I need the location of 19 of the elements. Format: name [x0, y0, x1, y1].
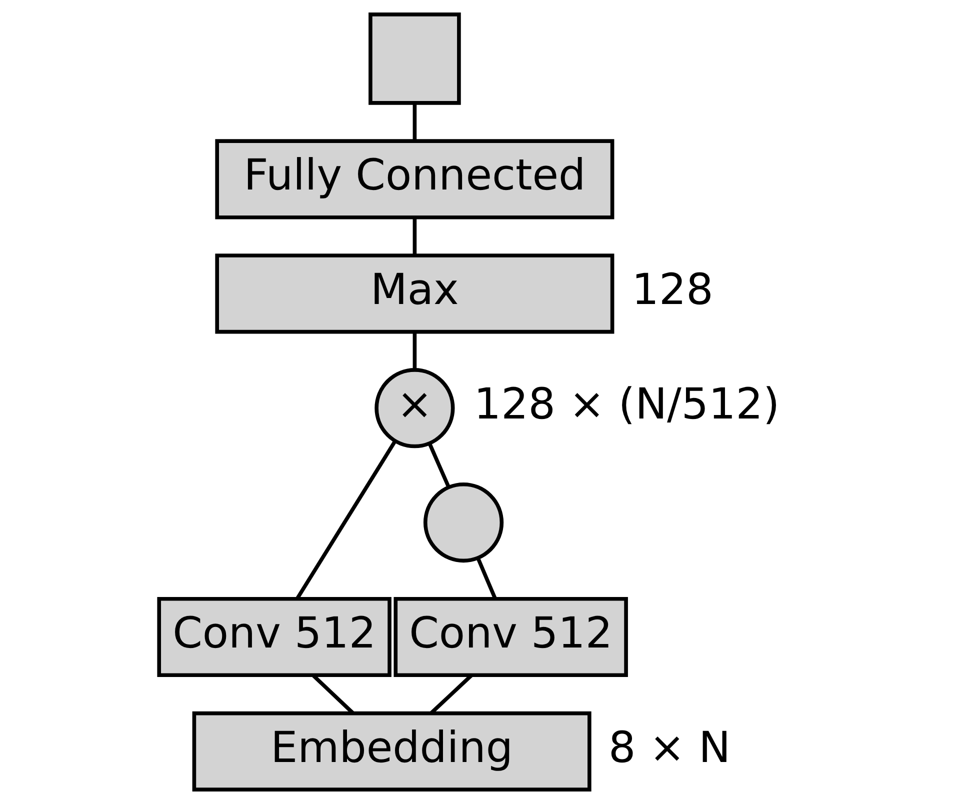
connector — [412, 103, 417, 141]
node-box: Conv 512 — [157, 596, 392, 678]
connector — [412, 218, 417, 256]
label: 128 × (N/512) — [474, 380, 780, 430]
connector — [476, 558, 497, 600]
label: 128 — [632, 265, 714, 316]
node-box: Max — [215, 254, 614, 334]
connector — [412, 332, 417, 370]
node-box: Fully Connected — [215, 139, 614, 220]
connector — [430, 674, 473, 714]
node-box — [368, 12, 461, 105]
connector — [428, 442, 450, 488]
label: 8 × N — [608, 722, 731, 773]
node-circle: × — [374, 368, 455, 448]
node-circle — [423, 482, 504, 563]
connector — [296, 440, 397, 600]
connector — [312, 674, 354, 714]
node-box: Conv 512 — [394, 596, 628, 678]
node-box: Embedding — [192, 711, 592, 792]
